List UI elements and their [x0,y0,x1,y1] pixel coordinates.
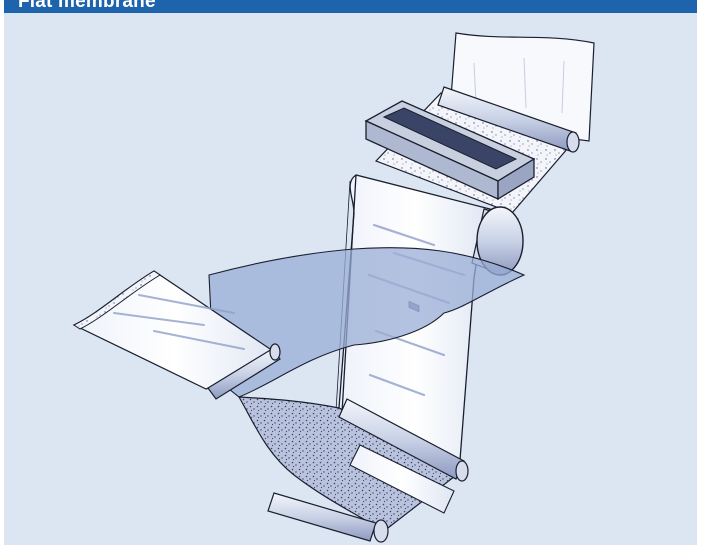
casting-roller [471,206,524,276]
figure-title: Flat membrane [18,0,156,12]
membrane-illustration [72,32,595,543]
illustration-panel [4,13,697,545]
casting-box [364,100,536,313]
feed-roller [437,86,580,153]
bath-web [237,396,461,532]
bottom-rollers [267,398,469,543]
membrane-sheet [208,247,526,398]
take-off-roller [207,343,281,400]
title-bar: Flat membrane [4,0,697,13]
product-sheet [72,270,278,390]
